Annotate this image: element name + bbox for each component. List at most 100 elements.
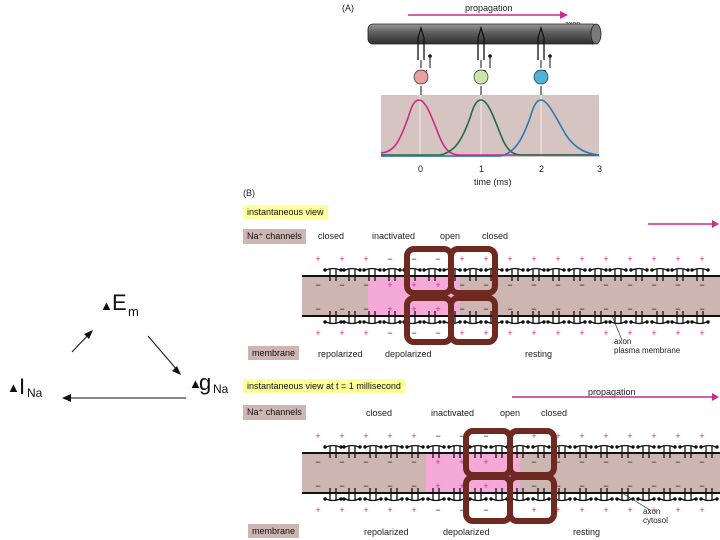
row2-state-inactivated: inactivated	[431, 408, 475, 418]
em-arrow-icon: ▲	[100, 298, 113, 313]
svg-text:−: −	[555, 481, 560, 491]
svg-text:+: +	[675, 328, 680, 338]
svg-text:−: −	[339, 304, 344, 314]
row2-highlight-boxes	[463, 428, 557, 524]
svg-text:+: +	[699, 431, 704, 441]
svg-text:−: −	[627, 280, 632, 290]
panel-a-label: (A)	[342, 3, 354, 13]
svg-text:+: +	[435, 481, 440, 491]
ina-to-em-arrow	[71, 330, 93, 353]
svg-text:+: +	[387, 505, 392, 515]
membrane-tag-1: membrane	[248, 346, 300, 360]
ina-arrow-icon: ▲	[7, 380, 20, 395]
svg-text:−: −	[483, 431, 488, 441]
row1-membrane-repolarized: repolarized	[318, 349, 363, 359]
svg-text:−: −	[507, 280, 512, 290]
svg-text:+: +	[531, 328, 536, 338]
svg-text:−: −	[627, 481, 632, 491]
svg-text:+: +	[579, 431, 584, 441]
meter-v2-icon	[473, 69, 489, 85]
svg-text:−: −	[603, 457, 608, 467]
svg-text:+: +	[651, 328, 656, 338]
svg-text:+: +	[387, 304, 392, 314]
svg-text:−: −	[555, 304, 560, 314]
panel-b-label: (B)	[243, 188, 255, 198]
svg-text:+: +	[531, 431, 536, 441]
svg-text:−: −	[651, 304, 656, 314]
row2-state-closed-left: closed	[366, 408, 393, 418]
svg-text:−: −	[531, 304, 536, 314]
svg-text:+: +	[363, 328, 368, 338]
svg-text:+: +	[387, 280, 392, 290]
svg-text:−: −	[531, 481, 536, 491]
svg-text:+: +	[411, 304, 416, 314]
panel-a-drawing	[367, 11, 602, 157]
svg-text:−: −	[531, 280, 536, 290]
time-tick-0: 0	[418, 164, 424, 174]
svg-text:−: −	[579, 280, 584, 290]
time-tick-3: 3	[597, 164, 603, 174]
row1-state-inactivated: inactivated	[372, 231, 416, 241]
row2-propagation-label: propagation	[588, 387, 636, 397]
time-axis-label: time (ms)	[474, 177, 512, 187]
gna-to-ina-arrow	[62, 394, 186, 402]
svg-text:+: +	[387, 431, 392, 441]
row1-state-open: open	[440, 231, 461, 241]
svg-text:+: +	[435, 280, 440, 290]
svg-text:−: −	[363, 280, 368, 290]
svg-text:+: +	[675, 254, 680, 264]
row1-state-closed-left: closed	[318, 231, 345, 241]
svg-text:+: +	[699, 505, 704, 515]
row1-membrane: +−−++−−++−−+−++−−++−−++−+−−++−−++−−++−−+…	[302, 246, 720, 345]
na-channels-tag-2: Na⁺ channels	[243, 405, 306, 420]
row1-membrane-depolarized: depolarized	[385, 349, 432, 359]
svg-text:−: −	[603, 304, 608, 314]
svg-text:−: −	[603, 481, 608, 491]
svg-text:+: +	[363, 431, 368, 441]
row2-membrane-resting: resting	[573, 527, 601, 537]
svg-text:−: −	[603, 280, 608, 290]
svg-text:−: −	[459, 280, 464, 290]
svg-text:+: +	[339, 431, 344, 441]
svg-text:+: +	[363, 254, 368, 264]
meter-v3-icon	[533, 69, 549, 85]
svg-text:+: +	[507, 328, 512, 338]
svg-text:−: −	[483, 280, 488, 290]
svg-text:+: +	[699, 254, 704, 264]
svg-text:−: −	[699, 457, 704, 467]
membrane-tag-2: membrane	[248, 524, 300, 538]
svg-text:+: +	[459, 328, 464, 338]
em-to-gna-arrow	[147, 335, 181, 375]
row1-membrane-resting: resting	[525, 349, 553, 359]
svg-text:+: +	[627, 505, 632, 515]
gna-arrow-icon: ▲	[189, 376, 202, 391]
view1-highlight: instantaneous view	[243, 205, 328, 219]
row1-channels: +−−++−−++−−+−++−−++−−++−+−−++−−++−−++−−+…	[315, 254, 710, 338]
svg-text:+: +	[651, 431, 656, 441]
svg-text:−: −	[579, 457, 584, 467]
svg-text:−: −	[363, 457, 368, 467]
action-potential-graph	[380, 95, 600, 157]
svg-text:−: −	[555, 457, 560, 467]
svg-text:+: +	[339, 505, 344, 515]
svg-text:+: +	[483, 328, 488, 338]
svg-text:−: −	[651, 280, 656, 290]
svg-text:−: −	[555, 280, 560, 290]
row2-state-closed-right: closed	[541, 408, 568, 418]
svg-text:−: −	[315, 457, 320, 467]
row2-membrane: +−−++−−++−−++−−++−−+−++−−++−−++−−++−+−−+…	[302, 428, 720, 524]
time-tick-2: 2	[539, 164, 545, 174]
svg-text:−: −	[675, 457, 680, 467]
svg-text:+: +	[411, 280, 416, 290]
propagation-label: propagation	[465, 3, 513, 13]
na-channels-tag-1: Na⁺ channels	[243, 229, 306, 244]
svg-text:+: +	[315, 505, 320, 515]
svg-text:+: +	[603, 431, 608, 441]
svg-text:+: +	[435, 457, 440, 467]
row1-highlight-boxes	[404, 246, 498, 345]
svg-text:+: +	[579, 505, 584, 515]
panel-b-drawing: + − − + + − − + + − − + − + + − − + + − − + + − + − − + + − − + + − − + + − − +…	[302, 220, 720, 524]
svg-text:−: −	[411, 328, 416, 338]
svg-text:+: +	[579, 254, 584, 264]
svg-text:−: −	[387, 457, 392, 467]
